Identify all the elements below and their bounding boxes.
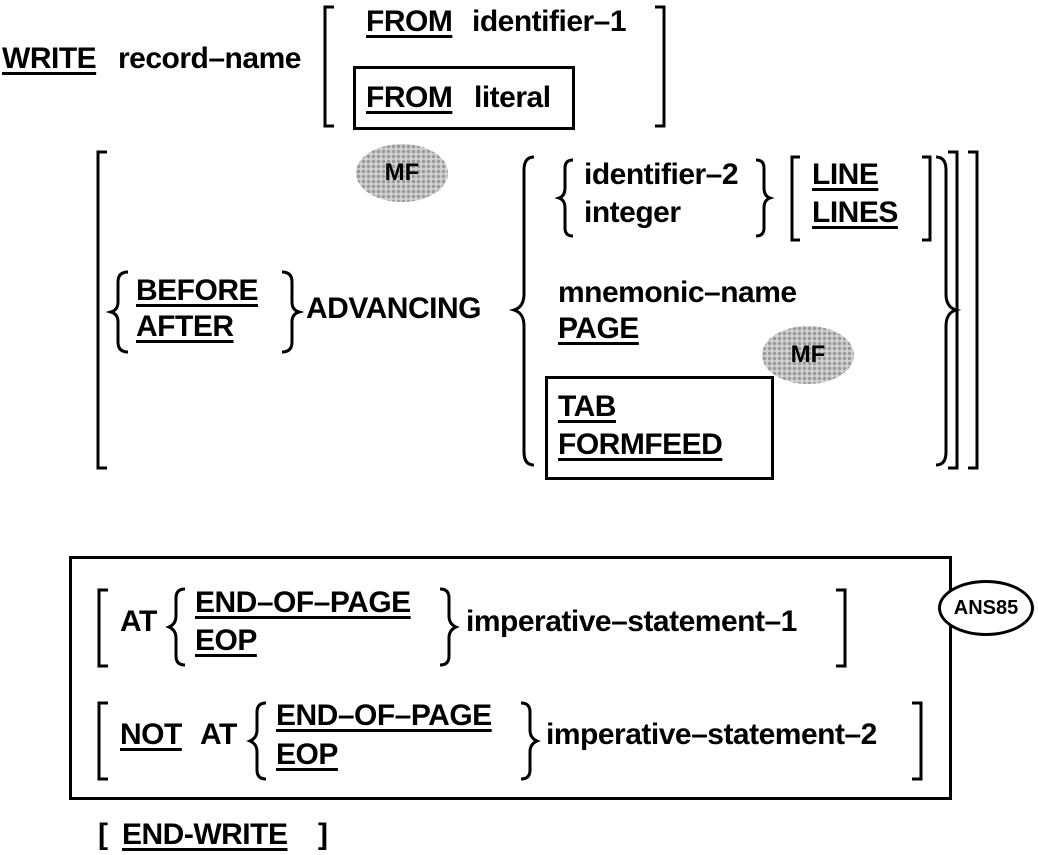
page-keyword: PAGE [558, 312, 639, 345]
end-of-page-keyword-1: END–OF–PAGE [195, 586, 411, 619]
advancing-keyword: ADVANCING [306, 292, 481, 325]
end-write-keyword: END-WRITE [122, 818, 288, 851]
identifier-1: identifier–1 [472, 5, 627, 38]
eop2-right-brace [520, 701, 541, 781]
imperative-statement-1: imperative–statement–1 [466, 605, 797, 638]
tab-formfeed-mf-box [545, 376, 774, 480]
identifier-2: identifier–2 [584, 158, 739, 191]
before-after-right-brace [281, 270, 305, 354]
line-right-bracket [922, 155, 932, 242]
eop-keyword-1: EOP [195, 624, 257, 657]
write-keyword: WRITE [2, 42, 97, 75]
from-keyword-2: FROM [366, 81, 453, 114]
ans85-box [69, 556, 952, 800]
eop1-right-bracket [836, 588, 847, 668]
at-keyword-1: AT [120, 605, 157, 638]
after-keyword: AFTER [136, 310, 234, 343]
eop2-right-bracket [912, 701, 923, 781]
at-keyword-2: AT [200, 718, 237, 751]
advancing-left-brace [508, 155, 535, 467]
advancing-right-brace [935, 155, 962, 467]
eop1-left-bracket [97, 588, 108, 668]
eop1-left-brace [165, 587, 186, 667]
end-write-open-bracket: [ [98, 818, 108, 851]
from-literal-mf-box [353, 66, 575, 130]
from-right-bracket [655, 5, 666, 128]
end-write-close-bracket: ] [318, 818, 328, 851]
record-name: record–name [118, 42, 301, 75]
eop1-right-brace [439, 587, 460, 667]
from-left-bracket [323, 5, 334, 128]
lines-keyword: LINES [812, 196, 898, 229]
line-keyword: LINE [812, 158, 879, 191]
mf-badge-2: MF [762, 326, 854, 384]
integer: integer [584, 196, 681, 229]
ident-int-left-brace [554, 158, 574, 238]
mnemonic-name: mnemonic–name [558, 276, 797, 309]
advancing-outer-right-bracket-2 [968, 150, 979, 470]
advancing-outer-left-bracket [96, 150, 107, 470]
eop-keyword-2: EOP [276, 738, 338, 771]
imperative-statement-2: imperative–statement–2 [546, 718, 877, 751]
before-keyword: BEFORE [136, 274, 259, 307]
ans85-badge: ANS85 [938, 580, 1034, 636]
tab-keyword: TAB [558, 390, 616, 423]
before-after-left-brace [105, 270, 129, 354]
literal: literal [474, 81, 551, 114]
not-keyword: NOT [120, 718, 182, 751]
eop2-left-brace [246, 701, 267, 781]
end-of-page-keyword-2: END–OF–PAGE [276, 699, 492, 732]
mf-badge-1: MF [356, 144, 448, 202]
line-left-bracket [790, 155, 800, 242]
ident-int-right-brace [755, 158, 775, 238]
formfeed-keyword: FORMFEED [558, 428, 723, 461]
from-keyword-1: FROM [366, 5, 453, 38]
eop2-left-bracket [97, 701, 108, 781]
